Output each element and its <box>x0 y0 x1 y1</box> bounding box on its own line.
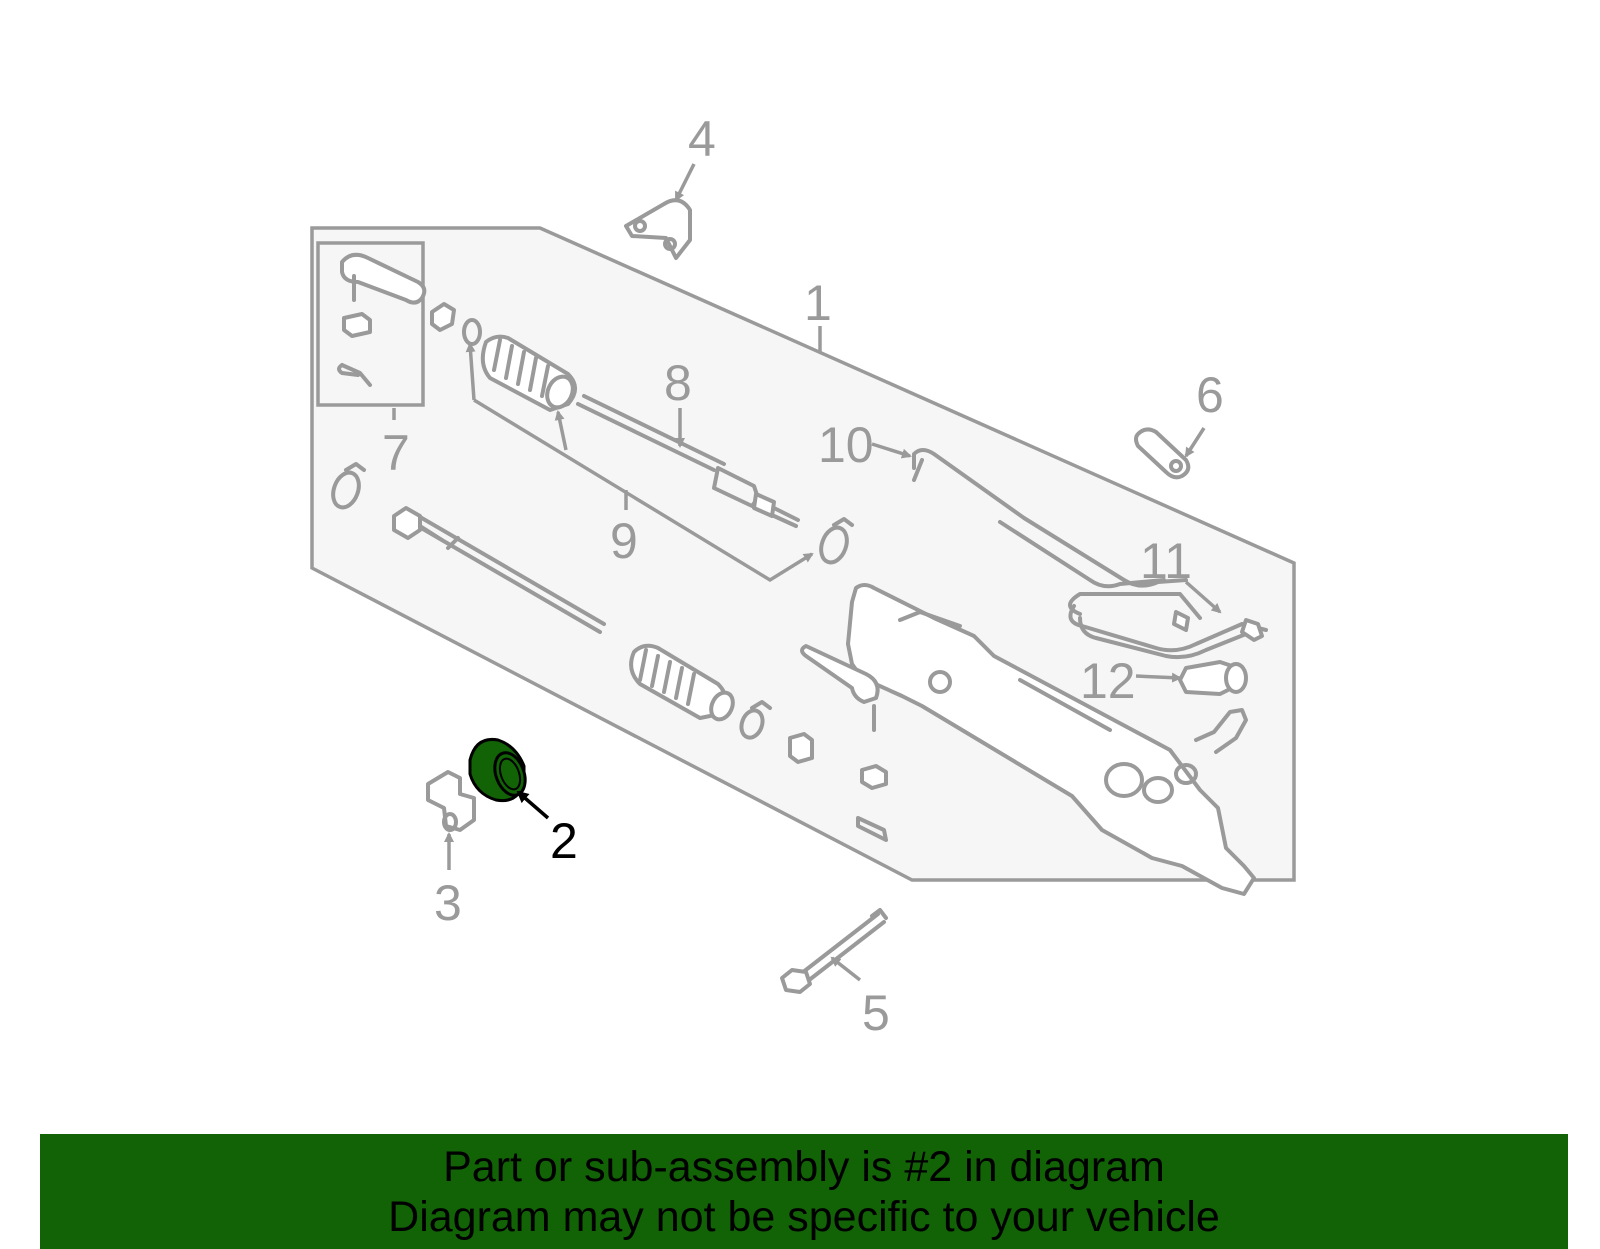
callout-8: 8 <box>664 355 692 411</box>
bolt-icon <box>780 908 888 994</box>
lower-tie-rod-assembly-icon <box>392 506 888 842</box>
fitting-icon <box>1178 660 1248 696</box>
tie-rod-end-kit-icon <box>337 252 427 387</box>
banner-line-part: Part or sub-assembly is #2 in diagram <box>443 1142 1165 1191</box>
clamp-bracket-icon <box>624 198 692 260</box>
callout-10: 10 <box>818 417 874 473</box>
callout-4: 4 <box>688 111 716 167</box>
info-banner: Part or sub-assembly is #2 in diagram Di… <box>40 1134 1568 1249</box>
inner-tie-rod-upper-icon <box>576 394 800 528</box>
upper-boot-icon <box>331 302 854 565</box>
leader-lines <box>392 163 1222 982</box>
rack-housing-icon <box>846 583 1256 896</box>
callout-7: 7 <box>382 425 410 481</box>
return-line-icon <box>1068 604 1268 660</box>
callout-labels: 1 2 3 4 5 6 7 8 9 10 11 12 <box>382 111 1224 1041</box>
callout-5: 5 <box>862 985 890 1041</box>
callout-3: 3 <box>434 875 462 931</box>
callout-12: 12 <box>1080 653 1136 709</box>
callout-6: 6 <box>1196 367 1224 423</box>
pressure-line-icon <box>912 448 1202 620</box>
callout-11: 11 <box>1140 533 1192 589</box>
callout-2: 2 <box>550 813 578 869</box>
mounting-plate-icon <box>1134 427 1191 480</box>
rack-bushing-highlighted-icon <box>468 737 527 803</box>
rack-bracket-icon <box>426 770 476 832</box>
callout-9: 9 <box>610 513 638 569</box>
callout-1: 1 <box>804 275 832 331</box>
banner-line-disclaimer: Diagram may not be specific to your vehi… <box>388 1192 1220 1241</box>
